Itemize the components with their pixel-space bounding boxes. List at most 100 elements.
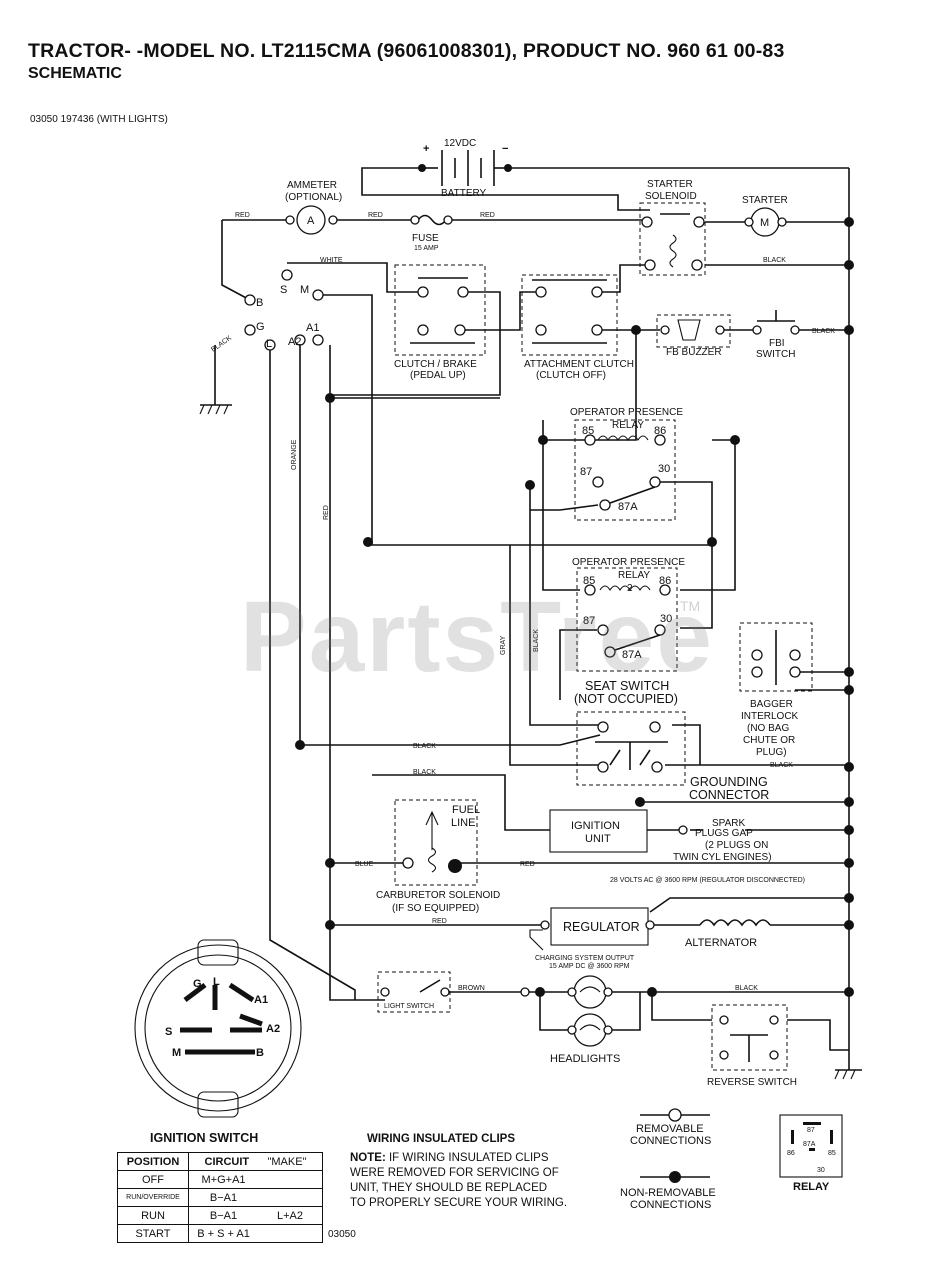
connector [777, 217, 787, 227]
ignition-switch-face [134, 939, 302, 1118]
note-line: TO PROPERLY SECURE YOUR WIRING. [350, 1197, 568, 1209]
connector [592, 476, 604, 488]
headlight-icon [573, 1013, 607, 1047]
connector [769, 1050, 779, 1060]
wire-label-red: RED [368, 212, 383, 219]
table-row: RUN/OVERRIDE B−A1 [117, 1188, 324, 1207]
table-header-row: POSITION CIRCUIT "MAKE" [117, 1152, 323, 1171]
legend-removable-2: CONNECTIONS [630, 1135, 711, 1147]
table-header: POSITION [117, 1152, 189, 1171]
table-header-circuit: CIRCUIT [204, 1155, 250, 1168]
footer-reference: 03050 [328, 1229, 356, 1240]
relay2-pin86: 86 [659, 575, 671, 587]
relay-legend-87: 87 [807, 1127, 815, 1134]
connector [660, 325, 670, 335]
removable-connection-icon [668, 1108, 682, 1122]
table-row: OFF M+G+A1 [117, 1170, 324, 1189]
ac-wire [649, 897, 849, 913]
seat-switch-box [576, 711, 686, 786]
connector [641, 216, 653, 228]
table-cell [258, 1188, 324, 1207]
connector [535, 286, 547, 298]
charging-pointer [529, 929, 544, 951]
ign-unit-wire [372, 774, 550, 831]
legend-nonremovable: NON-REMOVABLE [620, 1187, 716, 1199]
headlight-wire-b [612, 992, 641, 1031]
fuel-line-label: LINE [451, 817, 475, 829]
headlights-label: HEADLIGHTS [550, 1053, 620, 1065]
relay-legend-87a: 87A [803, 1141, 816, 1148]
battery-label: BATTERY [441, 188, 487, 199]
connector [651, 761, 663, 773]
ignition-switch-title: IGNITION SWITCH [150, 1131, 259, 1145]
seat-switch-label: SEAT SWITCH [585, 679, 669, 693]
bagger-box [739, 622, 813, 692]
relay2-arm [614, 634, 661, 651]
relay-legend-box [779, 1114, 843, 1178]
ignition-unit-box [549, 809, 648, 853]
relay1-coil-icon [597, 435, 649, 442]
wire-label-gray: GRAY [500, 635, 507, 655]
table-row: START B + S + A1 [117, 1224, 324, 1243]
fuse-rating: 15 AMP [414, 245, 439, 252]
orange-vertical [269, 345, 356, 1000]
fuse-label: FUSE [412, 233, 439, 244]
regulator-label: REGULATOR [563, 920, 640, 934]
ammeter-symbol: A [307, 215, 315, 227]
ignition-unit-label-2: UNIT [585, 833, 611, 845]
ground-icon [199, 404, 232, 415]
wire-label-red: RED [480, 212, 495, 219]
wire-label-black: BLACK [533, 629, 540, 652]
legend-nonremovable-2: CONNECTIONS [630, 1199, 711, 1211]
relay-pin-icon [809, 1148, 815, 1151]
relay2-title: OPERATOR PRESENCE [572, 557, 685, 568]
relay1-title: OPERATOR PRESENCE [570, 407, 683, 418]
headlight-icon [573, 975, 607, 1009]
note-line: UNIT, THEY SHOULD BE REPLACED [350, 1182, 548, 1194]
switch-contact [639, 749, 651, 766]
ammeter-label: AMMETER [287, 180, 337, 191]
ground-icon [834, 1069, 862, 1080]
battery-voltage: 12VDC [444, 138, 476, 149]
battery-plus: + [423, 143, 429, 155]
table-cell [258, 1170, 324, 1189]
attachment-clutch-state: (CLUTCH OFF) [536, 370, 606, 381]
relay-legend-30: 30 [817, 1167, 825, 1174]
junction-dots [295, 217, 854, 997]
face-b: B [256, 1047, 264, 1059]
connector [599, 499, 611, 511]
attachment-clutch-label: ATTACHMENT CLUTCH [524, 359, 634, 370]
switch-contact [419, 979, 441, 993]
relay-pin-icon [803, 1122, 821, 1125]
black-relay-wire [529, 485, 600, 726]
connector [591, 324, 603, 336]
starter-label: STARTER [742, 195, 788, 206]
bagger-label-3: (NO BAG [747, 723, 789, 734]
a2-vertical [299, 340, 601, 746]
term-m: M [300, 284, 309, 296]
page-subtitle: SCHEMATIC [28, 65, 122, 82]
wire-label-white: WHITE [320, 257, 343, 264]
table-cell: B + S + A1 [188, 1224, 259, 1243]
clutch-brake-label: CLUTCH / BRAKE [394, 359, 477, 370]
table-cell: OFF [117, 1170, 189, 1189]
wire-label-black: BLACK [735, 985, 758, 992]
clutch-to-pto [460, 291, 541, 331]
wire-label-black: BLACK [763, 257, 786, 264]
connector [719, 1050, 729, 1060]
solenoid-coil-icon [669, 234, 677, 268]
connector [715, 325, 725, 335]
connector [410, 215, 420, 225]
relay2-85-wire [542, 440, 580, 591]
alternator-coil-icon [699, 919, 771, 927]
connector [751, 666, 763, 678]
table-row: RUN B−A1 L+A2 [117, 1206, 324, 1225]
term-s: S [280, 284, 287, 296]
wire-label-blue: BLUE [355, 861, 374, 868]
carb-label: CARBURETOR SOLENOID [376, 890, 500, 901]
relay2-box [576, 567, 678, 672]
relay2-pin30: 30 [660, 613, 672, 625]
starter-symbol: M [760, 217, 769, 229]
carb-coil-icon [427, 847, 437, 873]
seat-switch-state: (NOT OCCUPIED) [574, 692, 678, 706]
